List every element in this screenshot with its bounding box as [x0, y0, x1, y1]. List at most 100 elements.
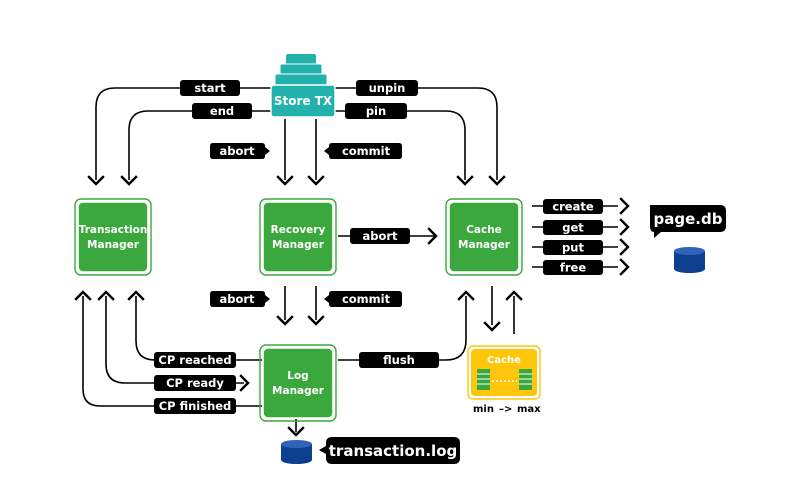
label-create-bg	[543, 199, 603, 214]
wire-start	[95, 87, 272, 180]
arrowhead-right	[239, 374, 250, 392]
label-flush-text: flush	[383, 353, 415, 367]
label-put-text: put	[562, 241, 584, 255]
arrowhead-right	[619, 197, 630, 215]
label-end-bg	[192, 103, 252, 119]
label-abort-mid-bg	[350, 228, 410, 244]
cache-min-label: min	[473, 404, 494, 415]
transaction-manager-outline	[74, 198, 152, 276]
cache-manager-node: Cache Manager	[445, 198, 523, 276]
store-tx-layer	[274, 73, 328, 87]
label-flush: flush	[359, 352, 439, 368]
cache-slot-right	[519, 369, 532, 390]
arrowhead-right	[427, 227, 438, 245]
label-cp-reached-text: CP reached	[158, 353, 231, 367]
label-cp-finished: CP finished	[154, 398, 236, 414]
wire-cp-ready	[105, 296, 244, 384]
cache-manager-box	[448, 201, 520, 273]
arrowhead-down	[287, 426, 305, 437]
arrowhead-down	[276, 175, 294, 186]
label-get: get	[543, 220, 603, 235]
arrowhead-up	[97, 290, 115, 301]
arrowhead-down	[307, 175, 325, 186]
cache-manager-label-line1: Cache	[466, 224, 502, 236]
database-icon-base	[281, 456, 312, 464]
cache-max-label: max	[517, 404, 541, 415]
recovery-manager-node: Recovery Manager	[259, 198, 337, 276]
label-create-text: create	[552, 200, 594, 214]
transaction-manager-label-line2: Manager	[87, 239, 140, 251]
arrowhead-right	[619, 238, 630, 256]
label-abort-mid-text: abort	[362, 229, 398, 243]
label-pin: pin	[345, 103, 407, 119]
wire-pin	[335, 110, 466, 180]
store-tx-label: Store TX	[274, 94, 333, 108]
log-manager-outline	[259, 344, 337, 422]
arrowhead-down	[483, 321, 501, 332]
label-commit-bottom-bg	[324, 291, 402, 307]
label-get-text: get	[562, 221, 584, 235]
label-put: put	[543, 240, 603, 255]
recovery-manager-outline	[259, 198, 337, 276]
edge-labels: start end unpin pin abort commit abort	[154, 80, 603, 414]
arrowhead-down	[456, 175, 474, 186]
wire-unpin	[335, 87, 498, 180]
transaction-manager-label-line1: Transaction	[79, 224, 148, 236]
label-cp-ready-bg	[154, 375, 236, 391]
wire-end	[128, 110, 272, 180]
arrowhead-up	[127, 290, 145, 301]
arrowhead-right	[619, 258, 630, 276]
transaction-manager-box	[77, 201, 149, 273]
log-manager-label-line2: Manager	[272, 385, 325, 397]
cache-label: Cache	[487, 355, 521, 366]
database-icon-top	[281, 440, 312, 448]
label-abort-bottom-text: abort	[219, 292, 255, 306]
arrowhead-down	[276, 315, 294, 326]
database-icon-top	[674, 247, 705, 255]
arrowhead-down	[120, 175, 138, 186]
label-unpin: unpin	[356, 80, 418, 96]
label-cp-reached: CP reached	[154, 352, 236, 368]
label-pin-text: pin	[366, 104, 386, 118]
label-commit-bottom-text: commit	[342, 292, 391, 306]
arrowhead-up	[505, 290, 523, 301]
database-icon-body	[674, 251, 705, 269]
label-free-bg	[543, 260, 603, 275]
arrowhead-up	[74, 290, 92, 301]
label-commit-top: commit	[324, 143, 402, 159]
label-abort-bottom-bg	[210, 291, 270, 307]
store-tx-node: Store TX	[270, 54, 336, 118]
label-put-bg	[543, 240, 603, 255]
label-commit-top-bg	[324, 143, 402, 159]
label-free: free	[543, 260, 603, 275]
database-icon	[281, 440, 312, 464]
label-start-text: start	[194, 81, 226, 95]
label-commit-top-text: commit	[342, 144, 391, 158]
log-manager-label-line1: Log	[287, 370, 308, 382]
arrowhead-down	[488, 175, 506, 186]
label-end: end	[192, 103, 252, 119]
cache-node: Cache min –> max	[467, 345, 541, 415]
store-tx-box	[270, 84, 336, 118]
log-manager-node: Log Manager	[259, 344, 337, 422]
label-get-bg	[543, 220, 603, 235]
cache-outline	[467, 345, 541, 400]
arrowhead-right	[619, 218, 630, 236]
label-create: create	[543, 199, 603, 214]
label-start: start	[180, 80, 240, 96]
label-end-text: end	[210, 104, 234, 118]
label-free-text: free	[560, 261, 586, 275]
database-icon	[674, 247, 705, 273]
label-abort-top-text: abort	[219, 144, 255, 158]
cache-range-arrow: –>	[499, 404, 512, 415]
cache-slot-left	[477, 369, 490, 390]
label-commit-bottom: commit	[324, 291, 402, 307]
arrowhead-down	[307, 315, 325, 326]
recovery-manager-box	[262, 201, 334, 273]
page-db-file: page.db	[650, 205, 726, 273]
label-pin-bg	[345, 103, 407, 119]
recovery-manager-label-line2: Manager	[272, 239, 325, 251]
wire-cp-finished	[82, 296, 262, 407]
transaction-manager-node: Transaction Manager	[74, 198, 152, 276]
